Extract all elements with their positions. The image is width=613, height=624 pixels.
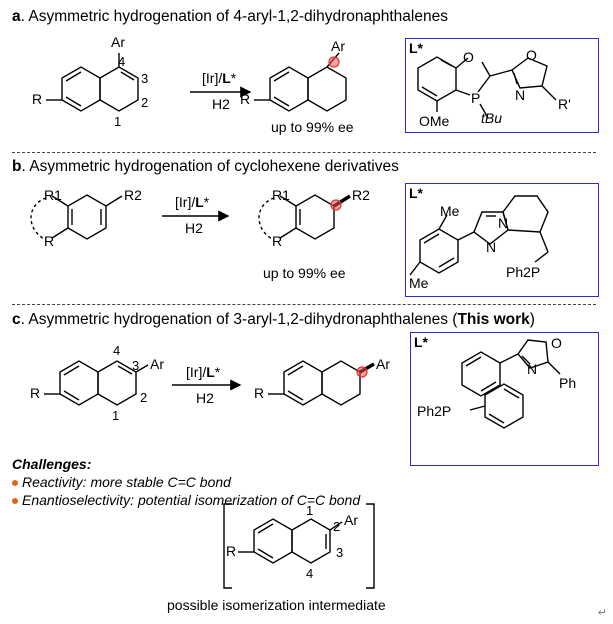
section-b-starting-material xyxy=(30,194,123,241)
section-c-sm-pos4: 4 xyxy=(113,343,121,358)
section-a-sm-r: R xyxy=(32,91,43,107)
section-b-sm-r: R xyxy=(44,233,55,249)
intermediate-pos3: 3 xyxy=(336,545,344,560)
section-c-stereocenter xyxy=(356,366,368,378)
ligand-c-n: N xyxy=(527,361,538,377)
ligand-a-rprime: R' xyxy=(558,96,571,112)
section-a-sm-ar: Ar xyxy=(111,34,125,50)
ligand-a-tbu: tBu xyxy=(481,110,503,126)
section-c-starting-material xyxy=(44,360,149,406)
section-c-prod-ar: Ar xyxy=(376,356,390,372)
section-c-sm-r: R xyxy=(30,385,41,401)
intermediate-r: R xyxy=(226,543,237,559)
ligand-b-ph2p: Ph2P xyxy=(506,264,541,280)
return-mark-icon: ↵ xyxy=(597,607,607,619)
section-a-prod-r: R xyxy=(240,91,251,107)
section-c-reagent: [Ir]/L* xyxy=(186,364,221,380)
section-c-header: c. Asymmetric hydrogenation of 3-aryl-1,… xyxy=(12,311,535,328)
bullet-icon xyxy=(12,480,18,487)
ligand-b-me2: Me xyxy=(409,275,429,291)
section-c-ligand-structure xyxy=(461,339,561,429)
section-a-sm-pos3: 3 xyxy=(141,71,149,86)
section-c-sm-pos3: 3 xyxy=(132,358,140,373)
ligand-a-title: L* xyxy=(409,40,423,56)
section-b-sm-r2: R2 xyxy=(124,187,142,203)
section-a-prod-ar: Ar xyxy=(331,38,345,54)
section-c-sm-pos1: 1 xyxy=(112,408,120,423)
ligand-a-n: N xyxy=(515,87,526,103)
ligand-c-ph: Ph xyxy=(559,375,577,391)
section-a-reagent: [Ir]/L* xyxy=(202,70,237,86)
ligand-c-o: O xyxy=(551,335,562,351)
section-b-prod-r: R xyxy=(272,233,283,249)
section-c-ligand-box: L* Ph2P O N Ph xyxy=(410,332,599,466)
section-b-prod-r2: R2 xyxy=(352,187,370,203)
intermediate-pos1: 1 xyxy=(306,503,314,518)
section-a-starting-material xyxy=(46,53,139,112)
intermediate-structure xyxy=(223,503,375,589)
ligand-b-n1: N xyxy=(498,215,509,231)
challenges-heading: Challenges: xyxy=(12,456,92,472)
section-b-stereocenter xyxy=(330,199,342,211)
section-c-sm-ar: Ar xyxy=(150,356,164,372)
section-a-product xyxy=(254,52,347,112)
ligand-b-title: L* xyxy=(409,185,423,201)
divider-1 xyxy=(12,152,596,153)
ligand-a-o1: O xyxy=(463,49,474,65)
section-b-sm-r1: R1 xyxy=(44,187,62,203)
divider-2 xyxy=(12,304,596,305)
intermediate-ar: Ar xyxy=(344,512,358,528)
section-a-ligand-structure xyxy=(417,56,557,119)
ligand-a-ome: OMe xyxy=(419,113,450,129)
ligand-c-title: L* xyxy=(414,334,428,350)
section-c-prod-r: R xyxy=(254,385,265,401)
section-a-sm-pos4: 4 xyxy=(118,54,126,69)
section-b-ligand-structure xyxy=(409,195,549,276)
intermediate-caption: possible isomerization intermediate xyxy=(167,597,386,613)
section-a-ligand-box: L* O O P N OMe tBu R' xyxy=(405,38,599,133)
section-c-product xyxy=(268,360,375,406)
ligand-a-p: P xyxy=(471,90,481,106)
bullet-icon xyxy=(12,498,18,505)
intermediate-pos4: 4 xyxy=(306,566,314,581)
challenge-item: Enantioselectivity: potential isomerizat… xyxy=(12,492,360,508)
section-c-h2: H2 xyxy=(196,390,214,406)
section-b-reagent: [Ir]/L* xyxy=(175,194,210,210)
section-c-sm-pos2: 2 xyxy=(140,390,148,405)
section-b-prod-r1: R1 xyxy=(272,187,290,203)
challenge-item: Reactivity: more stable C=C bond xyxy=(12,474,231,490)
section-a-ee: up to 99% ee xyxy=(271,119,354,135)
ligand-c-ph2p: Ph2P xyxy=(417,403,452,419)
section-b-ee: up to 99% ee xyxy=(263,265,346,281)
section-b-header: b. Asymmetric hydrogenation of cyclohexe… xyxy=(12,158,399,175)
section-b-ligand-box: L* Me Me N N Ph2P xyxy=(405,183,599,297)
section-a-header: a. Asymmetric hydrogenation of 4-aryl-1,… xyxy=(12,8,448,25)
section-a-h2: H2 xyxy=(212,96,230,112)
section-a-sm-pos1: 1 xyxy=(114,114,122,129)
ligand-b-n2: N xyxy=(486,239,497,255)
ligand-b-me1: Me xyxy=(440,203,460,219)
intermediate-pos2: 2 xyxy=(333,519,341,534)
section-a-stereocenter xyxy=(328,56,340,68)
section-a-sm-pos2: 2 xyxy=(141,95,149,110)
section-b-h2: H2 xyxy=(185,220,203,236)
ligand-a-o2: O xyxy=(526,47,537,63)
